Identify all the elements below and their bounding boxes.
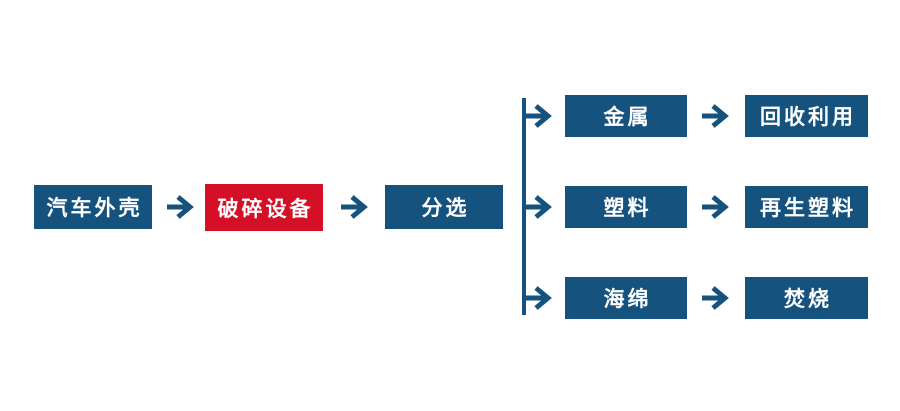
node-crushing-equipment: 破碎设备 xyxy=(205,184,323,231)
node-sorting: 分选 xyxy=(385,185,503,229)
arrow-right-icon xyxy=(525,286,552,310)
node-incineration: 焚烧 xyxy=(745,277,868,319)
node-metal: 金属 xyxy=(565,95,687,137)
arrow-right-icon xyxy=(702,104,729,128)
node-car-shell: 汽车外壳 xyxy=(34,185,152,229)
node-recycling: 回收利用 xyxy=(745,95,868,137)
arrow-right-icon xyxy=(702,195,729,219)
arrow-right-icon xyxy=(525,104,552,128)
node-sponge: 海绵 xyxy=(565,277,687,319)
arrow-right-icon xyxy=(702,286,729,310)
node-recycled-plastic: 再生塑料 xyxy=(745,186,868,228)
branch-connector-line xyxy=(522,98,526,315)
arrow-right-icon xyxy=(525,195,552,219)
arrow-right-icon xyxy=(341,195,368,219)
node-plastic: 塑料 xyxy=(565,186,687,228)
arrow-right-icon xyxy=(167,195,194,219)
